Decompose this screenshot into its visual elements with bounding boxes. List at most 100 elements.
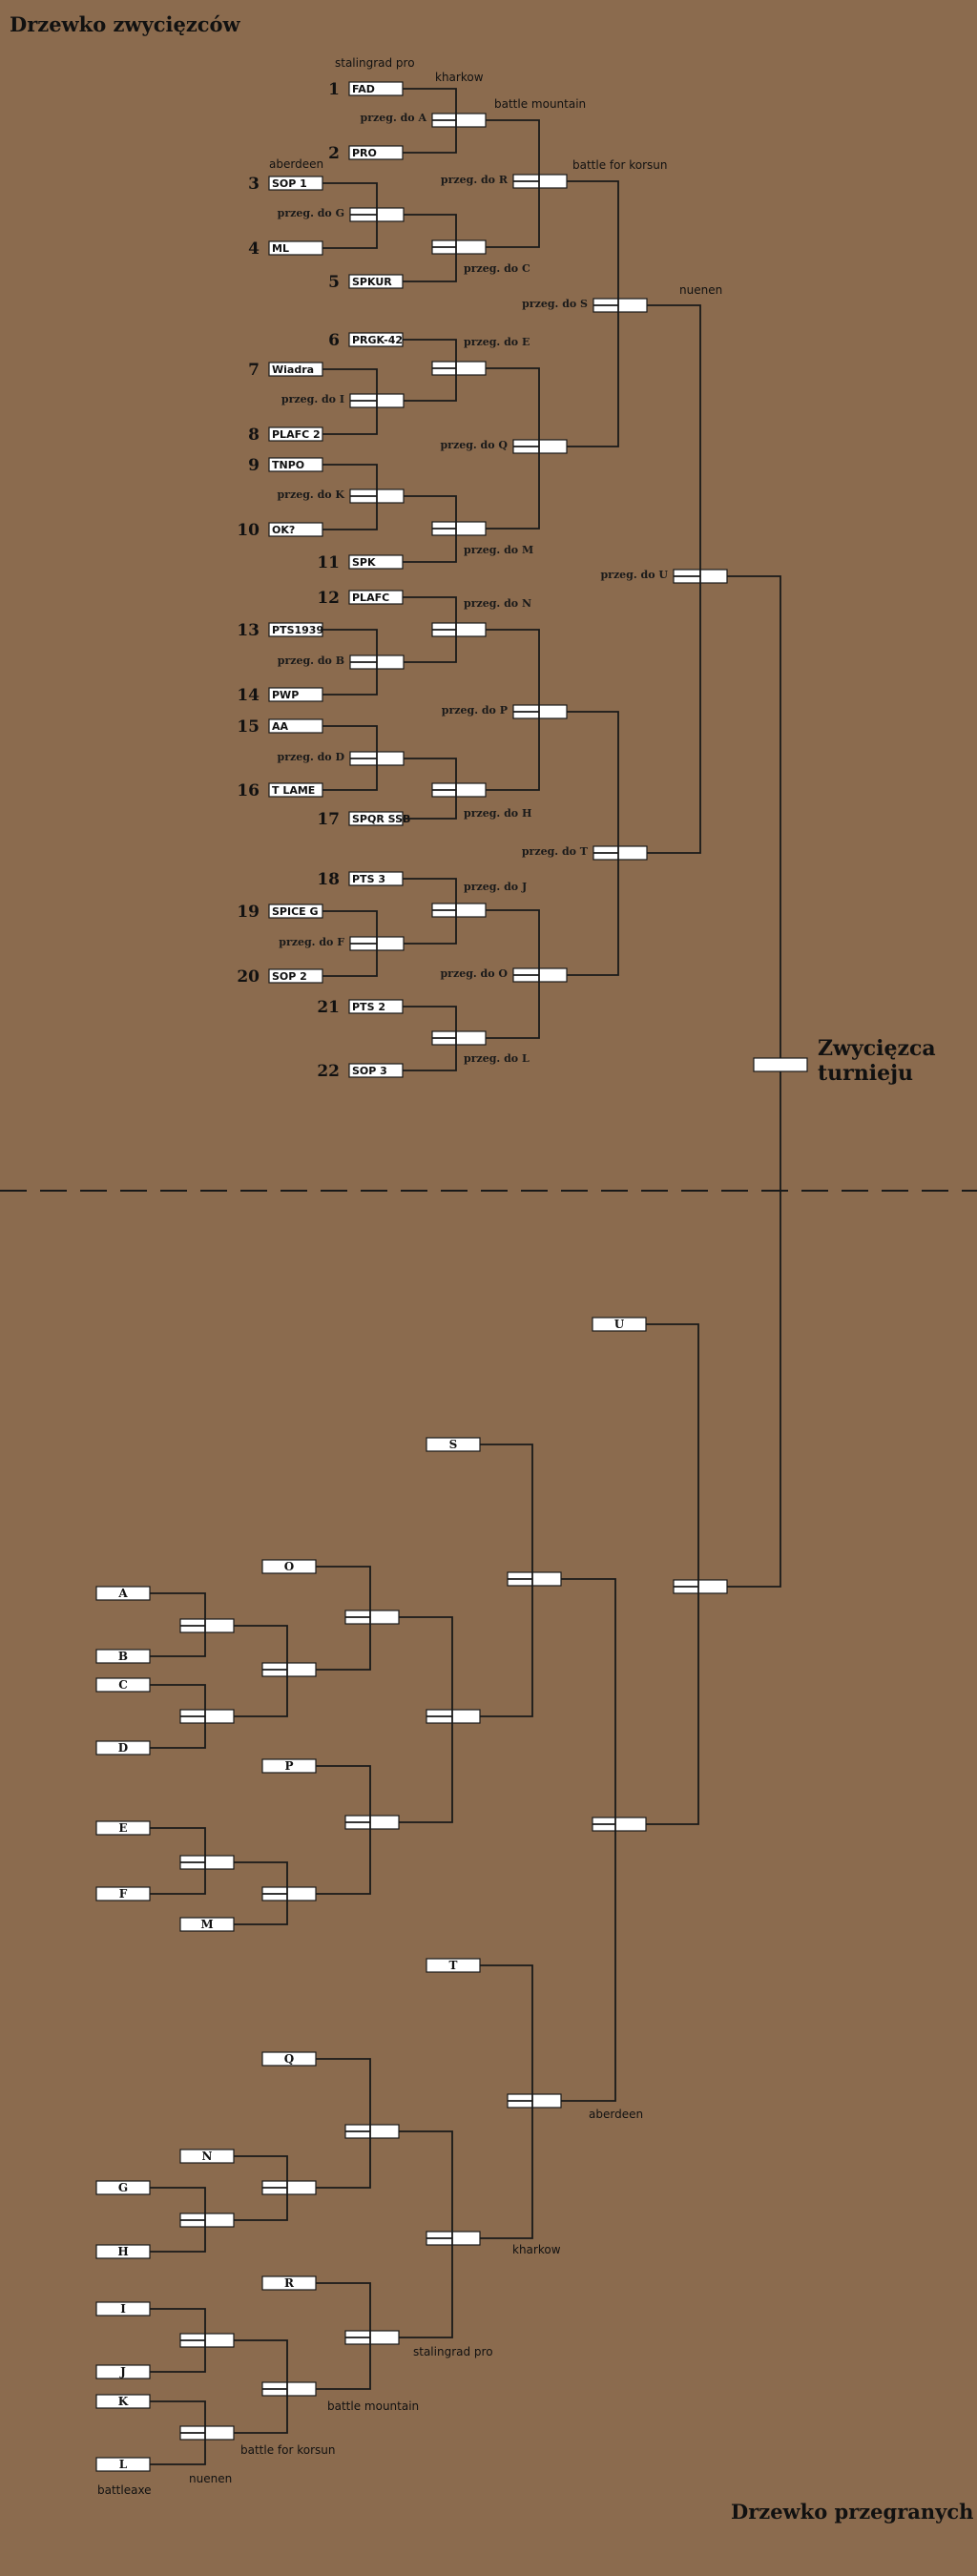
loser-destination-label: przeg. do F [279,936,344,948]
map-label: battleaxe [97,2483,152,2497]
loser-destination-label: przeg. do G [278,207,344,219]
losers-entry-letter: N [202,2150,213,2163]
bracket-line [322,368,378,435]
map-label: kharkow [512,2243,561,2256]
bracket-line [727,575,781,1058]
team-name: PLAFC 2 [272,428,321,441]
team-name: SOP 1 [272,177,307,190]
team-seed: 20 [237,967,260,987]
team-seed: 10 [237,521,260,540]
losers-entry-letter: I [120,2302,126,2316]
team-name: ML [272,242,289,255]
loser-destination-label: przeg. do B [278,654,344,667]
team-name: PTS 2 [352,1001,385,1013]
bracket-line [486,119,540,248]
team-seed: 3 [248,175,260,194]
loser-destination-label: przeg. do T [522,845,589,858]
map-label: nuenen [189,2472,232,2485]
team-name: SOP 2 [272,970,307,983]
bracket-line [647,304,701,854]
bracket-line [403,878,457,945]
losers-entry-letter: M [200,1918,213,1931]
team-seed: 19 [237,903,260,922]
loser-destination-label: przeg. do D [278,751,345,763]
losers-bracket-line [234,1625,288,1717]
team-name: FAD [352,83,375,95]
bracket-line [322,464,378,530]
bracket-line [486,629,540,791]
map-label: stalingrad pro [413,2345,493,2358]
team-seed: 12 [317,589,340,608]
map-label: nuenen [679,283,722,297]
team-name: PLAFC [352,592,389,604]
team-name: OK? [272,524,295,536]
losers-bracket-line [399,2130,453,2338]
loser-destination-label: przeg. do K [277,488,344,501]
losers-bracket-line [316,1566,371,1671]
team-name: PRGK-42 [352,334,403,346]
team-seed: 17 [317,810,340,829]
team-name: SOP 3 [352,1065,387,1077]
map-label: battle mountain [327,2399,419,2413]
map-label: battle for korsun [240,2443,336,2457]
losers-entry-letter: T [449,1959,458,1972]
team-seed: 4 [248,239,260,259]
team-name: TNPO [272,459,304,471]
losers-bracket-line [727,1071,781,1588]
loser-destination-label: przeg. do R [441,174,509,186]
losers-entry-letter: F [119,1887,128,1901]
map-label: battle for korsun [572,158,668,172]
team-seed: 8 [248,426,260,445]
losers-bracket-title: Drzewko przegranych [731,2500,973,2524]
loser-destination-label: przeg. do Q [440,439,508,451]
losers-entry-letter: H [117,2245,128,2258]
losers-entry-letter: R [284,2276,295,2290]
champion-label: turnieju [818,1061,913,1086]
team-name: PTS1939 [272,624,323,636]
winners-bracket-title: Drzewko zwycięzców [10,12,241,36]
team-seed: 18 [317,870,340,889]
team-name: SPK [352,556,376,569]
losers-entry-letter: U [614,1318,625,1331]
losers-entry-letter: E [118,1821,127,1835]
map-label: aberdeen [589,2108,643,2121]
losers-entry-letter: B [118,1650,128,1663]
team-seed: 1 [328,80,340,99]
team-seed: 9 [248,456,260,475]
team-name: PRO [352,147,377,159]
losers-entry-letter: S [449,1438,458,1451]
team-seed: 5 [328,273,340,292]
bracket-line [567,180,619,447]
losers-bracket-line [480,1964,533,2239]
losers-entry-letter: L [119,2458,128,2471]
bracket-line [322,182,378,249]
losers-bracket-line [561,1578,616,2102]
losers-bracket-line [646,1323,699,1825]
team-name: T LAME [272,784,315,797]
map-label: stalingrad pro [335,56,415,70]
losers-entry-letter: C [118,1678,128,1692]
losers-bracket-line [150,1592,206,1657]
bracket-line [403,339,457,402]
losers-bracket-line [316,2282,371,2390]
losers-entry-letter: P [284,1759,293,1773]
losers-bracket-line [234,2339,288,2434]
bracket-line [486,909,540,1039]
losers-entry-letter: O [284,1560,294,1573]
losers-bracket-line [150,1827,206,1895]
loser-destination-label: przeg. do I [281,393,344,405]
loser-destination-label: przeg. do M [464,544,533,556]
match-box [753,1057,808,1072]
team-name: AA [272,720,289,733]
losers-entry-letter: K [118,2395,129,2408]
bracket-line [486,367,540,530]
loser-destination-label: przeg. do O [440,967,508,980]
map-label: battle mountain [494,97,586,111]
losers-entry-letter: G [118,2181,128,2194]
loser-destination-label: przeg. do C [464,262,530,275]
bracket-line [403,758,457,820]
map-label: kharkow [435,71,484,84]
team-name: PWP [272,689,299,701]
losers-bracket-line [316,2058,371,2189]
loser-destination-label: przeg. do U [600,569,668,581]
